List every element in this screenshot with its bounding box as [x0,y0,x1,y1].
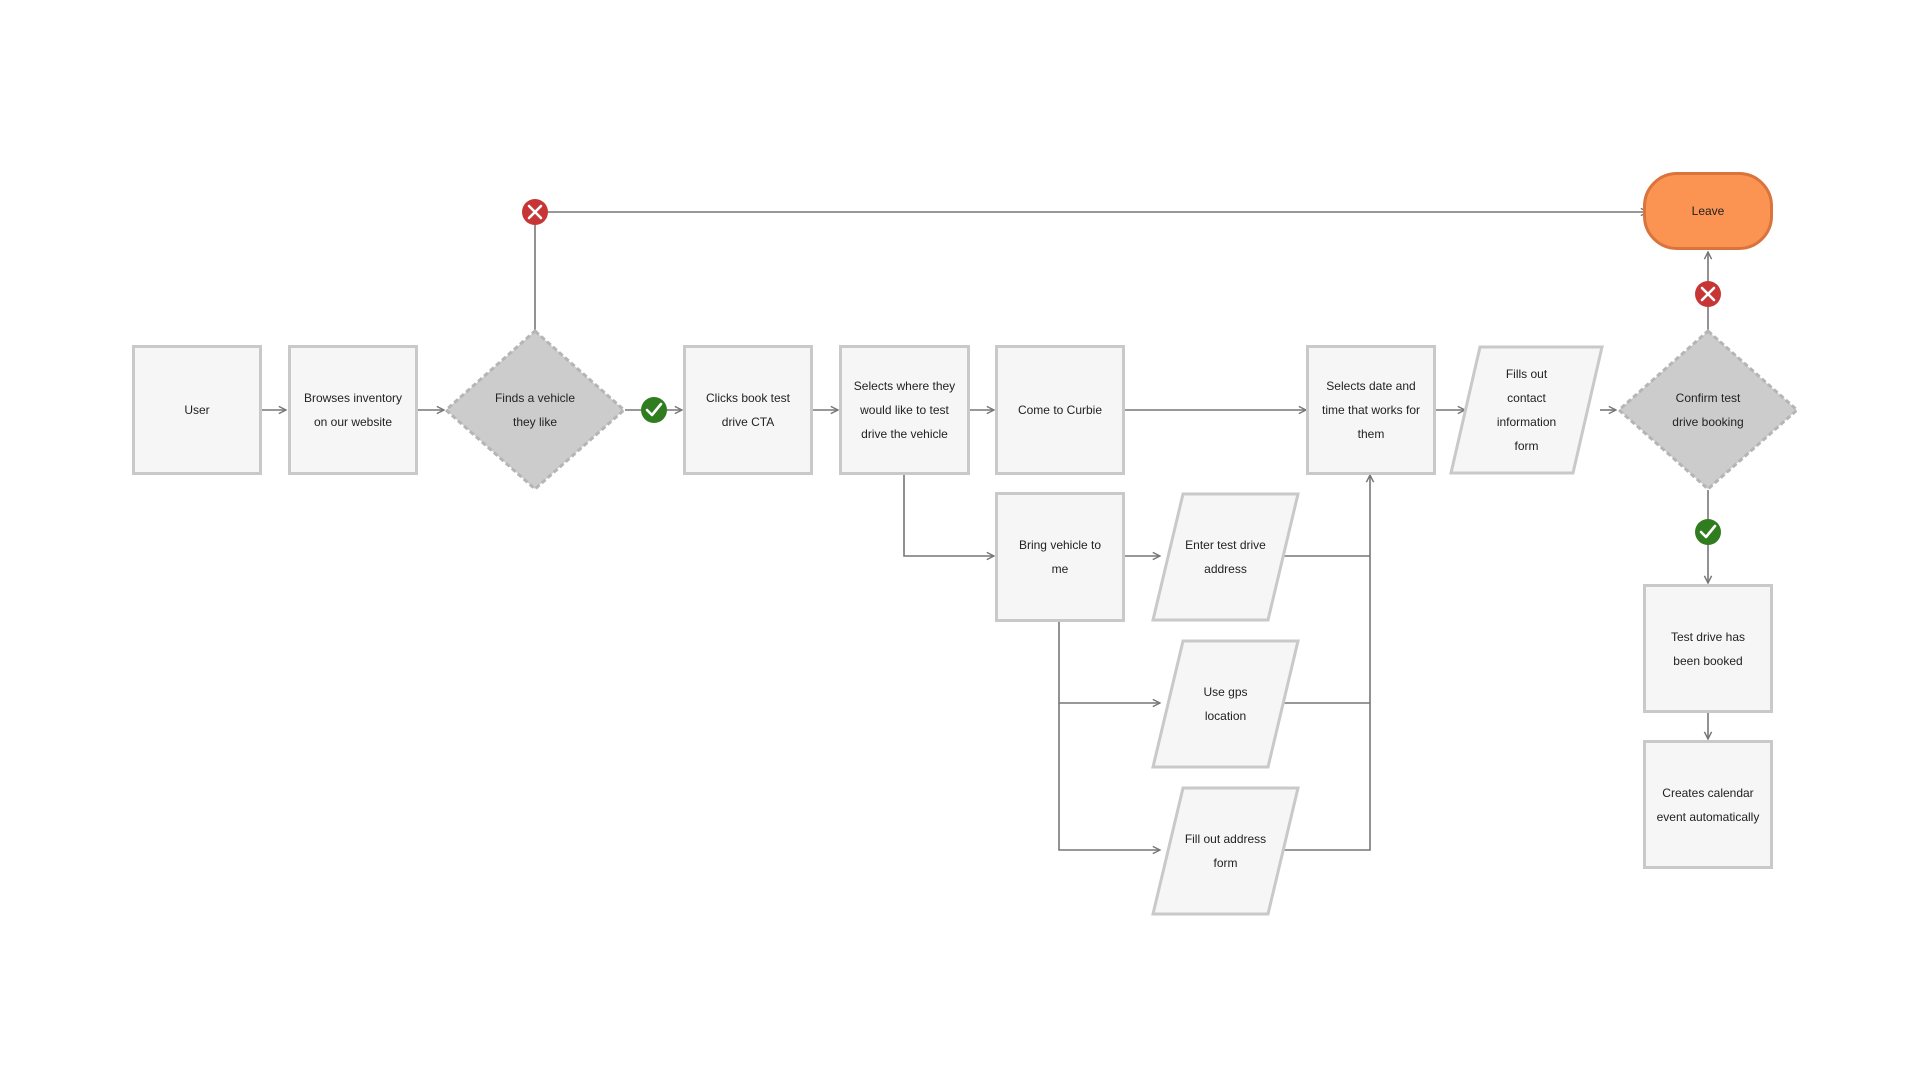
decision-confirm-booking: Confirm test drive booking [1619,331,1797,489]
step-selects-where: Selects where they would like to test dr… [839,345,970,475]
step-calendar-event: Creates calendar event automatically [1643,740,1773,869]
input-use-gps-label: Use gps location [1203,685,1248,723]
step-come-to-curbie-label: Come to Curbie [1017,403,1103,417]
reject-badge-finds [522,199,548,225]
terminal-leave-label: Leave [1691,204,1725,218]
fills-contact-shape [1449,345,1604,475]
step-calendar-event-label: Creates calendar event automatically [1656,785,1760,824]
step-selects-date-label: Selects date and time that works for the… [1321,379,1421,441]
fill-address-form-shape [1151,786,1300,916]
input-use-gps: Use gps location [1153,641,1298,767]
step-user: User [132,345,262,475]
step-selects-date: Selects date and time that works for the… [1306,345,1436,475]
use-gps-shape [1151,639,1300,769]
step-selects-where-label: Selects where they would like to test dr… [853,379,956,441]
step-browses: Browses inventory on our website [288,345,418,475]
edge-fillform-date [1284,475,1370,851]
step-come-to-curbie: Come to Curbie [995,345,1125,475]
edge-selects-bring [903,475,994,556]
step-bring-vehicle-label: Bring vehicle to me [1018,538,1102,576]
accept-badge-finds [641,397,667,423]
reject-badge-confirm [1695,281,1721,307]
terminal-leave: Leave [1643,172,1773,250]
step-clicks-cta-label: Clicks book test drive CTA [705,391,791,429]
edge-bring-fillform [1058,703,1160,850]
step-booked-label: Test drive has been booked [1670,629,1746,668]
decision-finds-vehicle: Finds a vehicle they like [446,331,624,489]
enter-address-shape [1151,492,1300,622]
step-bring-vehicle: Bring vehicle to me [995,492,1125,622]
step-clicks-cta: Clicks book test drive CTA [683,345,813,475]
step-browses-label: Browses inventory on our website [303,391,403,429]
edge-finds-leave [534,212,1648,330]
input-fills-contact: Fills out contact information form [1451,347,1602,473]
input-fill-address-form-label: Fill out address form [1184,832,1267,870]
accept-badge-confirm [1695,519,1721,545]
decision-confirm-booking-label: Confirm test drive booking [1672,391,1744,429]
input-enter-address: Enter test drive address [1153,494,1298,620]
check-icon [641,397,667,423]
step-booked: Test drive has been booked [1643,584,1773,713]
input-enter-address-label: Enter test drive address [1185,538,1266,576]
input-fills-contact-label: Fills out contact information form [1496,367,1557,453]
decision-confirm-booking-shape [1616,328,1800,492]
edge-bring-gps [1058,622,1160,703]
check-icon [1695,519,1721,545]
input-fill-address-form: Fill out address form [1153,788,1298,914]
decision-finds-vehicle-label: Finds a vehicle they like [494,391,576,429]
step-user-label: User [184,403,210,417]
decision-finds-vehicle-shape [443,328,627,492]
